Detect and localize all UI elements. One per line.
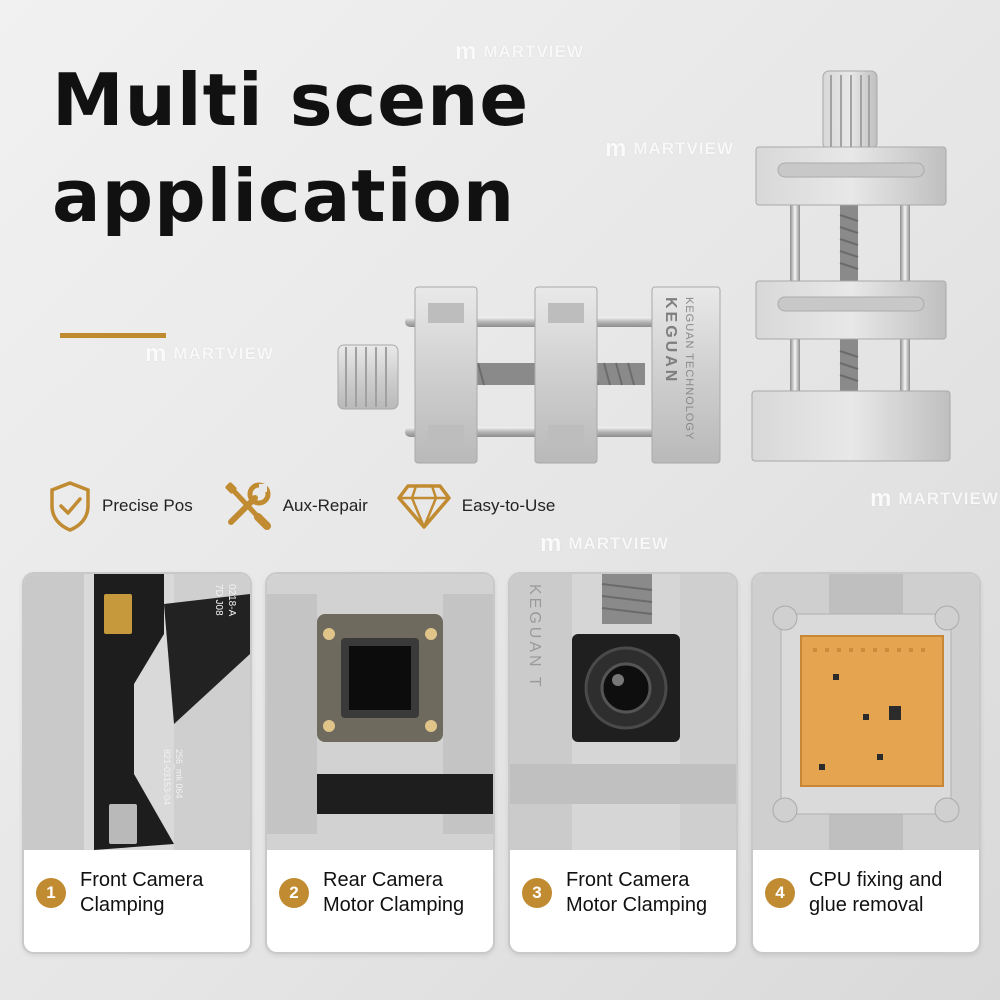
watermark: m MARTVIEW [145, 340, 274, 368]
watermark: m MARTVIEW [605, 135, 734, 163]
watermark-logo-icon: m [870, 485, 893, 512]
card-number-badge: 3 [522, 878, 552, 908]
card-title-line-1: Front Camera [566, 869, 690, 891]
photo-label: 0218-A [226, 584, 237, 617]
watermark-text: MARTVIEW [173, 344, 274, 363]
card-caption: 3 Front Camera Motor Clamping [522, 868, 707, 918]
watermark-logo-icon: m [605, 135, 628, 162]
feature-aux-repair: Aux-Repair [221, 480, 368, 532]
card-title-line-2: Clamping [80, 894, 165, 916]
photo-label: 256_mk 064 [174, 749, 184, 799]
title-line-1: Multi scene [52, 58, 530, 142]
scene-card-rear-camera-motor-clamping: 2 Rear Camera Motor Clamping [265, 572, 495, 954]
card-number-badge: 4 [765, 878, 795, 908]
horizontal-clamp-illustration: KEGUAN KEGUAN TECHNOLOGY [337, 286, 721, 464]
feature-label: Aux-Repair [282, 496, 368, 515]
feature-easy-to-use: Easy-to-Use [396, 482, 556, 530]
card-title-line-2: Motor Clamping [566, 894, 708, 916]
front-camera-motor-clamping-photo: KEGUAN T [510, 574, 736, 850]
page-title: Multi scene application [52, 52, 529, 244]
card-title: Rear Camera Motor Clamping [323, 868, 464, 918]
rear-camera-motor-clamping-photo [267, 574, 493, 850]
scene-card-front-camera-motor-clamping: KEGUAN T 3 Front Camera Motor Clamping [508, 572, 738, 954]
diamond-icon [397, 484, 451, 529]
photo-label: 7D J08 [213, 584, 224, 616]
watermark-text: MARTVIEW [898, 489, 999, 508]
watermark-logo-icon: m [145, 340, 168, 367]
card-caption: 1 Front Camera Clamping [36, 868, 203, 918]
card-title-line-1: CPU fixing and [809, 869, 943, 891]
wrench-screwdriver-icon [225, 482, 271, 530]
card-title-line-2: Motor Clamping [323, 894, 465, 916]
feature-label: Precise Pos [102, 496, 193, 515]
watermark-logo-icon: m [455, 38, 478, 65]
card-number-badge: 1 [36, 878, 66, 908]
watermark: m MARTVIEW [870, 485, 999, 513]
card-title: Front Camera Clamping [80, 868, 203, 918]
photo-label: KEGUAN T [526, 584, 543, 690]
card-caption: 4 CPU fixing and glue removal [765, 868, 942, 918]
engraving-brand: KEGUAN [662, 297, 679, 384]
scene-card-cpu-fixing-glue-removal: 4 CPU fixing and glue removal [751, 572, 981, 954]
engraving-tagline: KEGUAN TECHNOLOGY [683, 297, 695, 440]
feature-label: Easy-to-Use [461, 496, 556, 515]
front-camera-clamping-photo: 0218-A 7D J08 256_mk 064 821-03153-04 [24, 574, 250, 850]
features-row: Precise Pos Aux-Repair Easy-to-Use [48, 480, 583, 532]
watermark: m MARTVIEW [455, 38, 584, 66]
shield-check-icon [50, 481, 90, 532]
watermark: m MARTVIEW [540, 530, 669, 558]
watermark-text: MARTVIEW [568, 534, 669, 553]
title-line-2: application [52, 154, 516, 238]
card-title: Front Camera Motor Clamping [566, 868, 707, 918]
card-number-badge: 2 [279, 878, 309, 908]
accent-divider [60, 333, 166, 338]
scene-card-front-camera-clamping: 0218-A 7D J08 256_mk 064 821-03153-04 1 … [22, 572, 252, 954]
card-title-line-1: Front Camera [80, 869, 204, 891]
card-title-line-2: glue removal [809, 894, 924, 916]
watermark-logo-icon: m [540, 530, 563, 557]
vertical-clamp-illustration [751, 70, 951, 462]
feature-precise-pos: Precise Pos [48, 480, 193, 532]
card-title-line-1: Rear Camera [323, 869, 444, 891]
card-title: CPU fixing and glue removal [809, 868, 942, 918]
watermark-text: MARTVIEW [633, 139, 734, 158]
cpu-fixing-photo [753, 574, 979, 850]
card-caption: 2 Rear Camera Motor Clamping [279, 868, 464, 918]
watermark-text: MARTVIEW [483, 42, 584, 61]
photo-label: 821-03153-04 [162, 749, 172, 805]
